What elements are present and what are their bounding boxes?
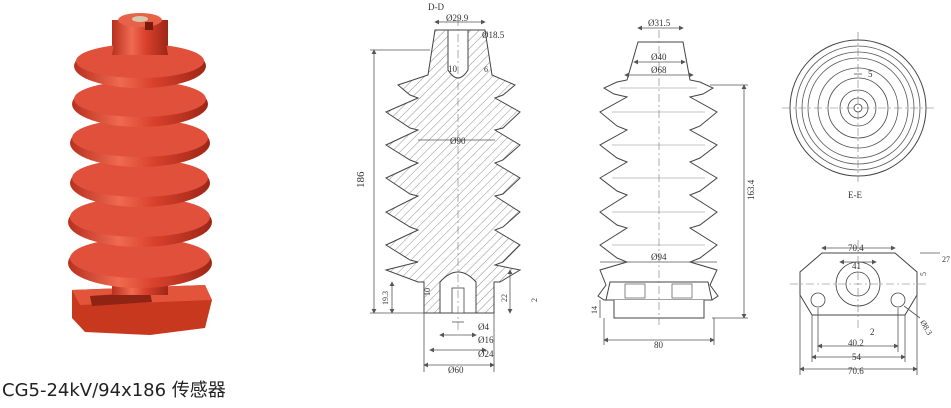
side-dim-base-h: 14 bbox=[590, 306, 599, 314]
side-dim-height: 163.4 bbox=[746, 179, 756, 200]
side-view: Ø31.5 Ø40 Ø68 Ø94 163.4 14 80 bbox=[590, 18, 756, 350]
dim-d3: Ø24 bbox=[478, 349, 494, 359]
bottom-dim-d70-6: 70.6 bbox=[848, 366, 864, 376]
side-dim-width: 80 bbox=[654, 340, 664, 350]
dim-shed-dia: Ø90 bbox=[450, 136, 466, 146]
bottom-dim-r8-3: Ø8.3 bbox=[918, 319, 934, 337]
dim-height: 186 bbox=[355, 171, 367, 188]
section-view-dd: D-D Ø29.9 Ø18.5 10 6 Ø90 186 19.3 10 22 … bbox=[355, 2, 539, 375]
dim-d1: Ø4 bbox=[478, 322, 489, 332]
bottom-dim-d2: 2 bbox=[870, 327, 875, 337]
top-view-title: E-E bbox=[848, 190, 862, 200]
dim-bore-depth: 10 bbox=[448, 64, 458, 74]
dim-bore-dia: Ø18.5 bbox=[482, 30, 505, 40]
bottom-dim-d54: 54 bbox=[852, 352, 862, 362]
dim-top-dia: Ø29.9 bbox=[446, 13, 469, 23]
dim-base-h4: 10 bbox=[423, 288, 432, 296]
product-caption: CG5-24kV/94x186 传感器 bbox=[2, 380, 226, 401]
bottom-dim-d40-2: 40.2 bbox=[848, 338, 864, 348]
dim-base-h3: 2 bbox=[530, 298, 539, 302]
side-dim-top: Ø31.5 bbox=[648, 18, 671, 28]
dim-d4: Ø60 bbox=[448, 365, 464, 375]
dim-base-h1: 19.3 bbox=[381, 291, 390, 305]
sensor-photo bbox=[68, 13, 212, 335]
side-dim-d40: Ø40 bbox=[651, 52, 667, 62]
top-view-ee: 5 E-E bbox=[782, 32, 934, 200]
side-dim-d68: Ø68 bbox=[651, 65, 667, 75]
dim-base-h2: 22 bbox=[500, 294, 509, 302]
bottom-dim-d27: 27 bbox=[942, 255, 950, 264]
bottom-view: 70.4 41 27 5 2 40.2 54 70.6 Ø8.3 bbox=[790, 240, 950, 376]
bottom-dim-d41: 41 bbox=[852, 261, 861, 271]
section-title: D-D bbox=[428, 2, 444, 12]
bottom-dim-w70-4: 70.4 bbox=[848, 243, 864, 253]
side-dim-d94: Ø94 bbox=[651, 252, 667, 262]
dim-d2: Ø16 bbox=[478, 335, 494, 345]
bottom-dim-d5: 5 bbox=[919, 272, 928, 276]
top-dim: 5 bbox=[868, 69, 873, 79]
dim-bore-gap: 6 bbox=[484, 65, 488, 74]
